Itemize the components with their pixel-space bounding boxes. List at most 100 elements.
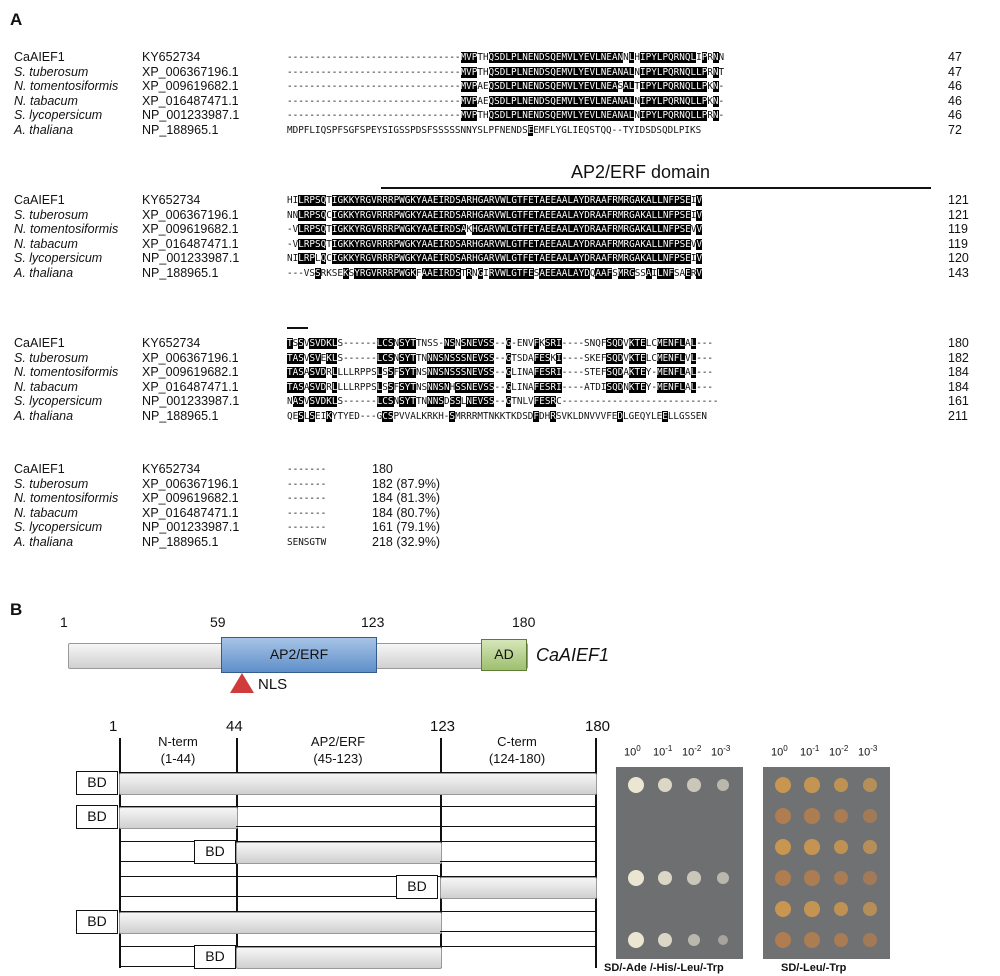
residue-count: 119 bbox=[948, 222, 968, 237]
accession: NP_001233987.1 bbox=[142, 251, 240, 266]
species-name: N. tabacum bbox=[14, 505, 78, 520]
row-line bbox=[119, 966, 194, 968]
species-name: S. lycopersicum bbox=[14, 251, 103, 266]
sequence-row: NASVSVDKLS------LCSNSYTTNNNSDSSLNEVSS--G… bbox=[287, 396, 719, 408]
species-name: A. thaliana bbox=[14, 123, 74, 137]
dilution-exponent: -2 bbox=[841, 744, 849, 753]
bd-box: BD bbox=[194, 945, 236, 969]
dilution-base: 10 bbox=[682, 746, 695, 759]
accession: XP_016487471.1 bbox=[142, 505, 239, 520]
accession: KY652734 bbox=[142, 462, 201, 476]
species-name: S. tuberosum bbox=[14, 476, 89, 491]
yeast-spot bbox=[804, 839, 820, 855]
yeast-spot bbox=[657, 870, 673, 886]
residue-count: 46 bbox=[948, 79, 962, 94]
species-name: S. tuberosum bbox=[14, 350, 89, 365]
yeast-spot bbox=[833, 932, 849, 948]
yeast-spot bbox=[833, 808, 849, 824]
agar-plate bbox=[763, 767, 890, 959]
sequence-row: TASASVDRLLLLRPPSLSSFSYTNSNNSNSSSNEVSS--G… bbox=[287, 367, 714, 379]
species-name: A. thaliana bbox=[14, 266, 74, 280]
domain-label: AP2/ERF domain bbox=[571, 162, 711, 182]
sequence-row: MDPFLIQSPFSGFSPEYSIGSSPDSFSSSSSNNYSLPFNE… bbox=[287, 125, 702, 136]
sequence-row: TASVSVEKLS------LCSNSYTTNNNSNSSSNEVSS--G… bbox=[287, 352, 714, 364]
dilution-base: 10 bbox=[858, 746, 871, 759]
yeast-spot bbox=[716, 871, 730, 885]
species-name: CaAIEF1 bbox=[14, 193, 65, 207]
dilution-label: 10-2 bbox=[829, 744, 848, 759]
residue-count: 161 (79.1%) bbox=[372, 520, 441, 535]
dilution-label: 100 bbox=[771, 744, 788, 759]
sequence-row: ---VSSRKSEKSYRGVRRRPWGKFAAEIRDSTRNGIRVWL… bbox=[287, 268, 702, 279]
yeast-spot bbox=[775, 870, 791, 886]
species-name: N. tomentosiformis bbox=[14, 491, 119, 506]
yeast-spot bbox=[775, 839, 791, 855]
residue-count: 46 bbox=[948, 93, 962, 108]
yeast-spot bbox=[863, 933, 877, 947]
yeast-spot bbox=[775, 901, 791, 917]
dilution-label: 10-3 bbox=[711, 744, 730, 759]
sequence-row: -------------------------------MVPTHQSDL… bbox=[287, 110, 725, 122]
accession: NP_188965.1 bbox=[142, 535, 219, 549]
region-name: N-term bbox=[158, 734, 198, 749]
residue-count: 184 (80.7%) bbox=[372, 505, 441, 520]
nls-label: NLS bbox=[258, 676, 288, 693]
yeast-spot bbox=[628, 870, 644, 886]
sequence-row: ------- bbox=[287, 507, 327, 519]
ap2-erf-box bbox=[221, 637, 377, 673]
residue-count: 161 bbox=[948, 394, 969, 409]
bd-box: BD bbox=[396, 875, 438, 899]
yeast-spot bbox=[628, 932, 644, 948]
accession: XP_009619682.1 bbox=[142, 79, 239, 94]
row-line bbox=[236, 826, 595, 828]
accession: XP_006367196.1 bbox=[142, 64, 239, 79]
accession: XP_009619682.1 bbox=[142, 365, 239, 380]
yeast-spot bbox=[716, 778, 730, 792]
accession: XP_009619682.1 bbox=[142, 491, 239, 506]
sequence-row: -------------------------------MVPTHQSDL… bbox=[287, 66, 725, 78]
plate-caption: SD/-Leu/-Trp bbox=[781, 962, 847, 974]
residue-count: 184 bbox=[948, 365, 969, 380]
bd-box: BD bbox=[76, 805, 118, 829]
dilution-base: 10 bbox=[800, 746, 813, 759]
accession: XP_009619682.1 bbox=[142, 222, 239, 237]
yeast-spot bbox=[687, 871, 701, 885]
yeast-spot bbox=[628, 777, 644, 793]
sequence-row: TSSVSVDKLS------LCSNSYTTNSS-NSNSNEVSS--G… bbox=[287, 338, 713, 349]
dilution-label: 10-1 bbox=[800, 744, 819, 759]
sequence-row: -VLRPSQTIGKKYRGVRRRPWGKYAAEIRDSAKHGARVWL… bbox=[287, 224, 703, 236]
accession: XP_006367196.1 bbox=[142, 350, 239, 365]
construct-bar bbox=[119, 773, 597, 795]
accession: NP_001233987.1 bbox=[142, 520, 240, 535]
region-range: (45-123) bbox=[313, 751, 363, 766]
dilution-label: 10-1 bbox=[653, 744, 672, 759]
dilution-base: 10 bbox=[624, 746, 637, 759]
bd-box: BD bbox=[76, 771, 118, 795]
yeast-spot bbox=[804, 932, 820, 948]
dilution-label: 100 bbox=[624, 744, 641, 759]
yeast-spot bbox=[863, 809, 877, 823]
region-name: AP2/ERF bbox=[310, 734, 366, 749]
accession: NP_001233987.1 bbox=[142, 108, 240, 123]
species-name: CaAIEF1 bbox=[14, 50, 65, 64]
yeast-spot bbox=[775, 808, 791, 824]
sequence-row: ------- bbox=[287, 464, 327, 475]
species-name: S. tuberosum bbox=[14, 207, 89, 222]
region-name: C-term bbox=[497, 734, 537, 749]
row-line bbox=[119, 841, 595, 843]
dilution-exponent: -1 bbox=[812, 744, 820, 753]
sequence-row: SENSGTW bbox=[287, 537, 327, 548]
pos-180: 180 bbox=[512, 614, 536, 630]
species-name: S. tuberosum bbox=[14, 64, 89, 79]
accession: NP_188965.1 bbox=[142, 409, 219, 423]
accession: XP_016487471.1 bbox=[142, 379, 239, 394]
divider-line bbox=[119, 738, 121, 968]
row-line bbox=[119, 911, 595, 913]
yeast-spot bbox=[833, 870, 849, 886]
dilution-label: 10-3 bbox=[858, 744, 877, 759]
yeast-spot bbox=[833, 901, 849, 917]
yeast-spot bbox=[804, 870, 820, 886]
residue-count: 121 bbox=[948, 193, 969, 207]
pos-123: 123 bbox=[361, 614, 385, 630]
residue-count: 46 bbox=[948, 108, 962, 123]
